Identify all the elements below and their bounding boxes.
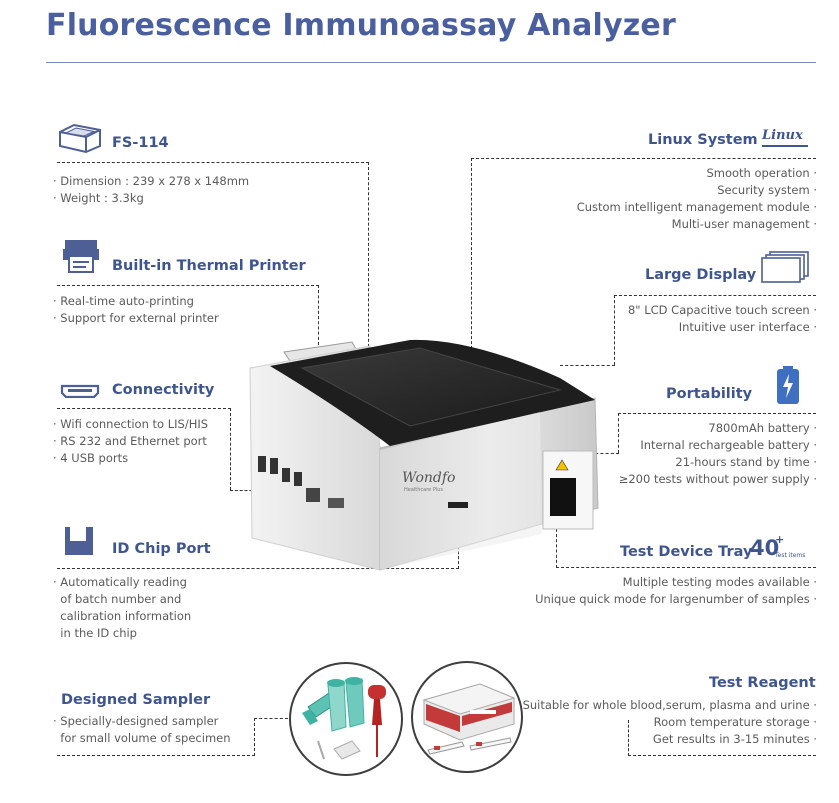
portability-item-2: Internal rechargeable battery · xyxy=(640,438,817,452)
model-connector-h xyxy=(57,162,369,163)
reagent-item-1: Suitable for whole blood,serum, plasma a… xyxy=(522,698,817,712)
sampler-image xyxy=(288,661,404,777)
tray-connector-v xyxy=(556,498,557,568)
id-chip-connector-h xyxy=(57,568,459,569)
sampler-item-1: · Specially-designed sampler xyxy=(53,714,219,728)
tray-item-1: Multiple testing modes available · xyxy=(622,575,817,589)
portability-item-4: ≥200 tests without power supply · xyxy=(618,472,817,486)
linux-connector-v xyxy=(471,158,472,354)
connectivity-connector-h2 xyxy=(230,490,262,491)
reagent-connector-h xyxy=(628,755,816,756)
tray-heading: Test Device Tray xyxy=(620,544,753,560)
printer-item-1: · Real-time auto-printing xyxy=(53,294,194,308)
display-screens-icon xyxy=(760,250,810,284)
model-spec-dimension: · Dimension : 239 x 278 x 148mm xyxy=(53,174,250,188)
reagent-item-2: Room temperature storage · xyxy=(653,715,817,729)
id-chip-item-1: · Automatically reading xyxy=(53,575,187,589)
sampler-item-2: for small volume of specimen xyxy=(53,731,231,745)
display-connector-h2 xyxy=(560,365,615,366)
display-connector-v xyxy=(614,295,615,365)
connectivity-connector-h xyxy=(57,408,231,409)
model-spec-weight: · Weight : 3.3kg xyxy=(53,191,144,205)
device-outline-icon xyxy=(56,122,104,154)
tray-badge-plus: + xyxy=(775,533,785,546)
tray-badge-number: 40 xyxy=(750,536,780,560)
portability-connector-v xyxy=(618,413,619,453)
linux-heading: Linux System xyxy=(648,132,758,148)
connectivity-item-3: · 4 USB ports xyxy=(53,451,129,465)
tray-connector-h xyxy=(556,567,816,568)
display-connector-h xyxy=(614,295,816,296)
printer-connector-h xyxy=(57,285,319,286)
connectivity-item-1: · Wifi connection to LIS/HIS xyxy=(53,417,209,431)
analyzer-device-image xyxy=(240,338,610,576)
tray-badge-caption: Test items xyxy=(775,552,806,559)
display-item-1: 8" LCD Capacitive touch screen · xyxy=(627,303,817,317)
device-brand-logo: Wondfo xyxy=(402,470,456,486)
sampler-connector-h xyxy=(57,755,255,756)
sampler-connector-h2 xyxy=(254,718,288,719)
connectivity-item-2: · RS 232 and Ethernet port xyxy=(53,434,207,448)
id-chip-item-4: in the ID chip xyxy=(53,626,137,640)
id-chip-icon xyxy=(64,526,94,556)
id-chip-item-2: of batch number and xyxy=(53,592,182,606)
linux-item-3: Custom intelligent management module · xyxy=(576,200,817,214)
connectivity-connector-v xyxy=(230,408,231,490)
linux-connector-h xyxy=(471,158,816,159)
id-chip-item-3: calibration information xyxy=(53,609,192,623)
sampler-heading: Designed Sampler xyxy=(61,692,211,708)
connectivity-port-icon xyxy=(60,384,100,398)
battery-icon xyxy=(776,365,800,405)
reagent-item-3: Get results in 3-15 minutes · xyxy=(652,732,817,746)
printer-icon xyxy=(62,238,100,274)
portability-item-3: 21-hours stand by time · xyxy=(675,455,817,469)
tray-item-2: Unique quick mode for largenumber of sam… xyxy=(535,592,817,606)
linux-logo-underline xyxy=(762,145,808,147)
sampler-connector-v xyxy=(254,718,255,756)
portability-connector-h2 xyxy=(590,453,619,454)
printer-item-2: · Support for external printer xyxy=(53,311,219,325)
device-brand-sub: Healthcare Plus xyxy=(404,487,444,493)
linux-logo: Linux xyxy=(762,128,803,143)
portability-connector-h xyxy=(618,413,816,414)
printer-connector-v xyxy=(318,285,319,345)
reagent-connector-v xyxy=(628,720,629,756)
id-chip-heading: ID Chip Port xyxy=(112,541,211,557)
linux-item-4: Multi-user management · xyxy=(671,217,817,231)
display-item-2: Intuitive user interface · xyxy=(678,320,817,334)
linux-item-1: Smooth operation · xyxy=(706,166,817,180)
reagent-heading: Test Reagent xyxy=(709,675,816,691)
model-heading: FS-114 xyxy=(112,135,169,151)
title-divider xyxy=(46,62,816,63)
connectivity-heading: Connectivity xyxy=(112,382,215,398)
printer-heading: Built-in Thermal Printer xyxy=(112,258,306,274)
portability-heading: Portability xyxy=(666,386,753,402)
portability-item-1: 7800mAh battery · xyxy=(708,421,817,435)
linux-item-2: Security system · xyxy=(717,183,817,197)
model-connector-v xyxy=(368,162,369,362)
page-title: Fluorescence Immunoassay Analyzer xyxy=(46,8,676,43)
reagent-image xyxy=(410,660,524,774)
display-heading: Large Display xyxy=(645,267,757,283)
